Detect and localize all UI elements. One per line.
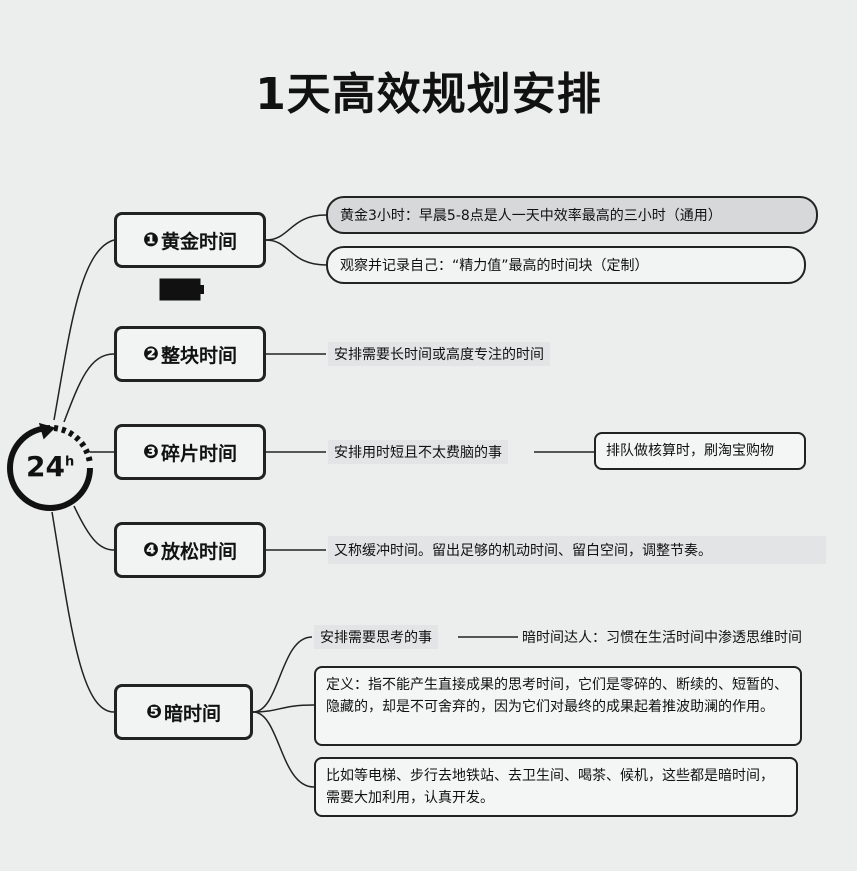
fragment-item-1: 安排用时短且不太费脑的事: [328, 440, 508, 464]
dark-item-definition: 定义：指不能产生直接成果的思考时间，它们是零碎的、断续的、短暂的、隐藏的，却是不…: [314, 666, 802, 746]
fragment-item-2: 排队做核算时，刷淘宝购物: [594, 432, 806, 470]
golden-item-1: 黄金3小时：早晨5-8点是人一天中效率最高的三小时（通用）: [326, 196, 818, 234]
dark-item-1: 安排需要思考的事: [314, 625, 438, 649]
relax-item-1: 又称缓冲时间。留出足够的机动时间、留白空间，调整节奏。: [328, 536, 826, 564]
clock-24h-icon: [7, 422, 93, 511]
battery-icon: [159, 278, 204, 301]
golden-item-2: 观察并记录自己：“精力值”最高的时间块（定制）: [326, 246, 806, 284]
page-title: 1天高效规划安排: [255, 69, 602, 120]
dark-item-2: 暗时间达人：习惯在生活时间中渗透思维时间: [522, 630, 802, 646]
dark-item-examples: 比如等电梯、步行去地铁站、去卫生间、喝茶、候机，这些都是暗时间，需要大加利用，认…: [314, 757, 798, 817]
clock-label: 24h: [26, 450, 75, 483]
block-item-1: 安排需要长时间或高度专注的时间: [328, 342, 550, 366]
